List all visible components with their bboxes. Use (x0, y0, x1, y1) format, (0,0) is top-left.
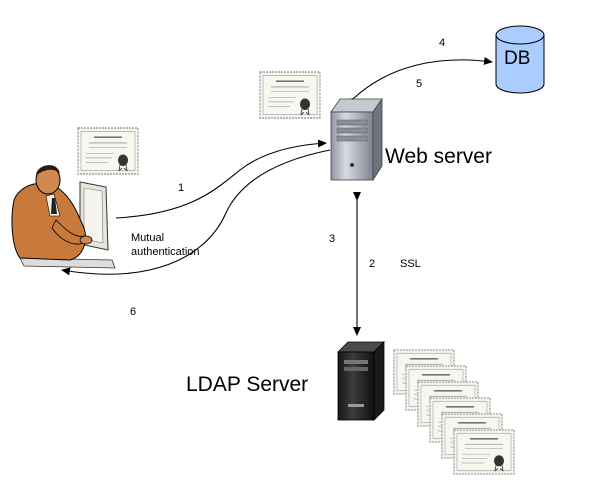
ldap-certificate-stack (393, 349, 515, 475)
database-cylinder-icon (495, 25, 545, 94)
mutual-auth-label-line1: Mutual (131, 232, 165, 244)
arrow-response-to-user (61, 149, 331, 276)
web-certificate-icon (259, 71, 321, 119)
arrow-web-db (345, 56, 493, 107)
ldap-server-tower-icon (337, 341, 385, 421)
certificate-icon (453, 429, 515, 475)
web-server-label: Web server (385, 145, 492, 168)
step-4-label: 4 (439, 37, 446, 49)
server-tower-icon (330, 97, 383, 182)
step-1-label: 1 (178, 182, 185, 194)
mutual-auth-label-line2: authentication (131, 246, 200, 258)
flow-arrows (61, 56, 493, 336)
user-at-computer-icon (11, 165, 116, 269)
step-6-label: 6 (130, 306, 137, 318)
ldap-server-label: LDAP Server (186, 373, 309, 396)
db-label: DB (504, 48, 531, 69)
user-certificate-icon (77, 127, 139, 175)
step-2-label: 2 (369, 258, 376, 270)
arrow-mutual-auth-request (115, 139, 327, 219)
ssl-label: SSL (400, 258, 421, 270)
step-3-label: 3 (329, 233, 336, 245)
step-5-label: 5 (416, 78, 423, 90)
